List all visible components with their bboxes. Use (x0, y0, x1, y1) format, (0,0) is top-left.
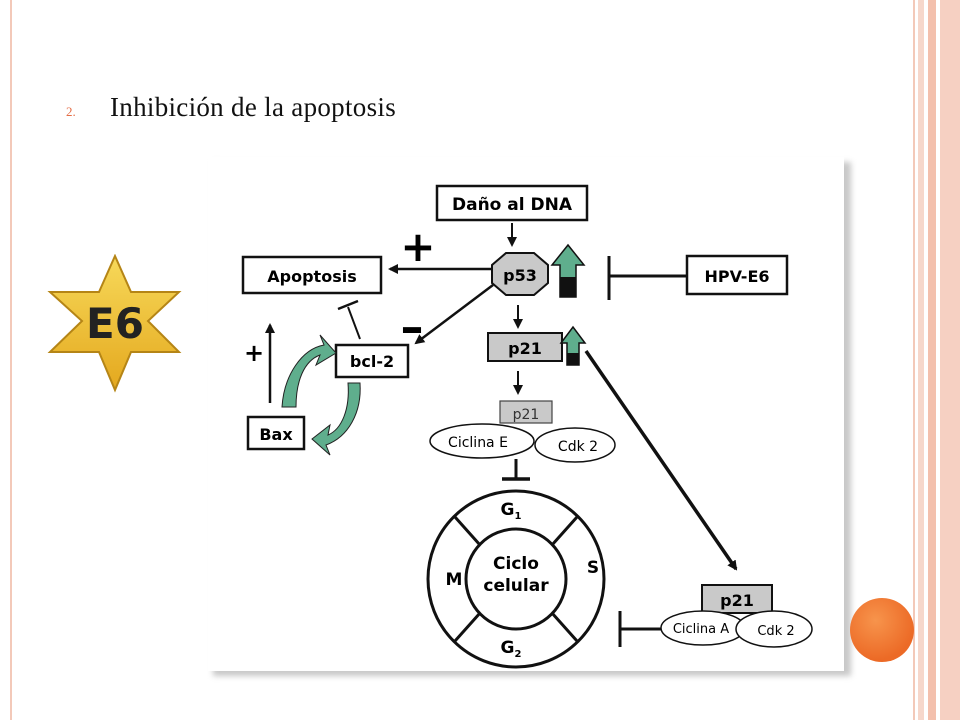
ciclina-e-ellipse (429, 423, 535, 459)
bax-plus-sign: + (244, 339, 264, 367)
star-shape-icon (47, 253, 182, 393)
s-phase-label: S (587, 558, 599, 578)
slide-heading: Inhibición de la apoptosis (110, 92, 396, 122)
cdk2-a-ellipse (735, 610, 813, 648)
apoptosis-label: Apoptosis (267, 267, 356, 286)
p21-complex-box (499, 400, 553, 424)
ciclo-label: Ciclo (493, 554, 539, 574)
bcl2-label: bcl-2 (350, 352, 394, 371)
bax-box (246, 415, 306, 451)
dano-dna-box (435, 184, 589, 222)
e6-badge-label: E6 (86, 299, 144, 348)
p21-complex-label: p21 (513, 407, 540, 423)
bcl2-to-bax-curve-arrow-icon (311, 382, 361, 456)
hpv-e6-label: HPV-E6 (704, 267, 769, 286)
ciclina-a-label: Ciclina A (673, 622, 729, 637)
p21-label: p21 (508, 339, 542, 358)
orange-circle-decoration (850, 598, 914, 662)
cdk2-e-label: Cdk 2 (558, 439, 598, 455)
celular-label: celular (483, 576, 549, 596)
cdk2-e-ellipse (534, 427, 616, 463)
bax-to-bcl2-curve-arrow-icon (281, 334, 337, 408)
hpv-e6-box (685, 254, 789, 296)
pathway-diagram: Daño al DNA p53 HPV-E6 + Apoptosis – bcl… (208, 157, 844, 671)
g1-phase-label: G1 (501, 500, 522, 522)
p53-label: p53 (503, 266, 537, 285)
e6-star-badge: E6 (38, 253, 188, 394)
list-item-heading: 2. Inhibición de la apoptosis (66, 92, 396, 123)
bax-label: Bax (259, 425, 293, 444)
bcl2-box (334, 343, 410, 379)
m-phase-label: M (446, 570, 463, 590)
g2-phase-label: G2 (501, 638, 522, 660)
plus-sign-apoptosis: + (400, 222, 435, 271)
apoptosis-box (241, 255, 383, 295)
p21-right-box (701, 584, 773, 614)
ciclina-e-label: Ciclina E (448, 435, 508, 451)
p53-node (491, 252, 549, 296)
p21-right-label: p21 (720, 591, 754, 610)
cdk2-a-label: Cdk 2 (757, 624, 794, 639)
p21-box (487, 332, 563, 362)
cell-cycle-inner (464, 527, 568, 631)
list-number: 2. (66, 104, 76, 119)
slide-edge-stripes (918, 0, 960, 720)
dano-dna-label: Daño al DNA (452, 195, 573, 215)
